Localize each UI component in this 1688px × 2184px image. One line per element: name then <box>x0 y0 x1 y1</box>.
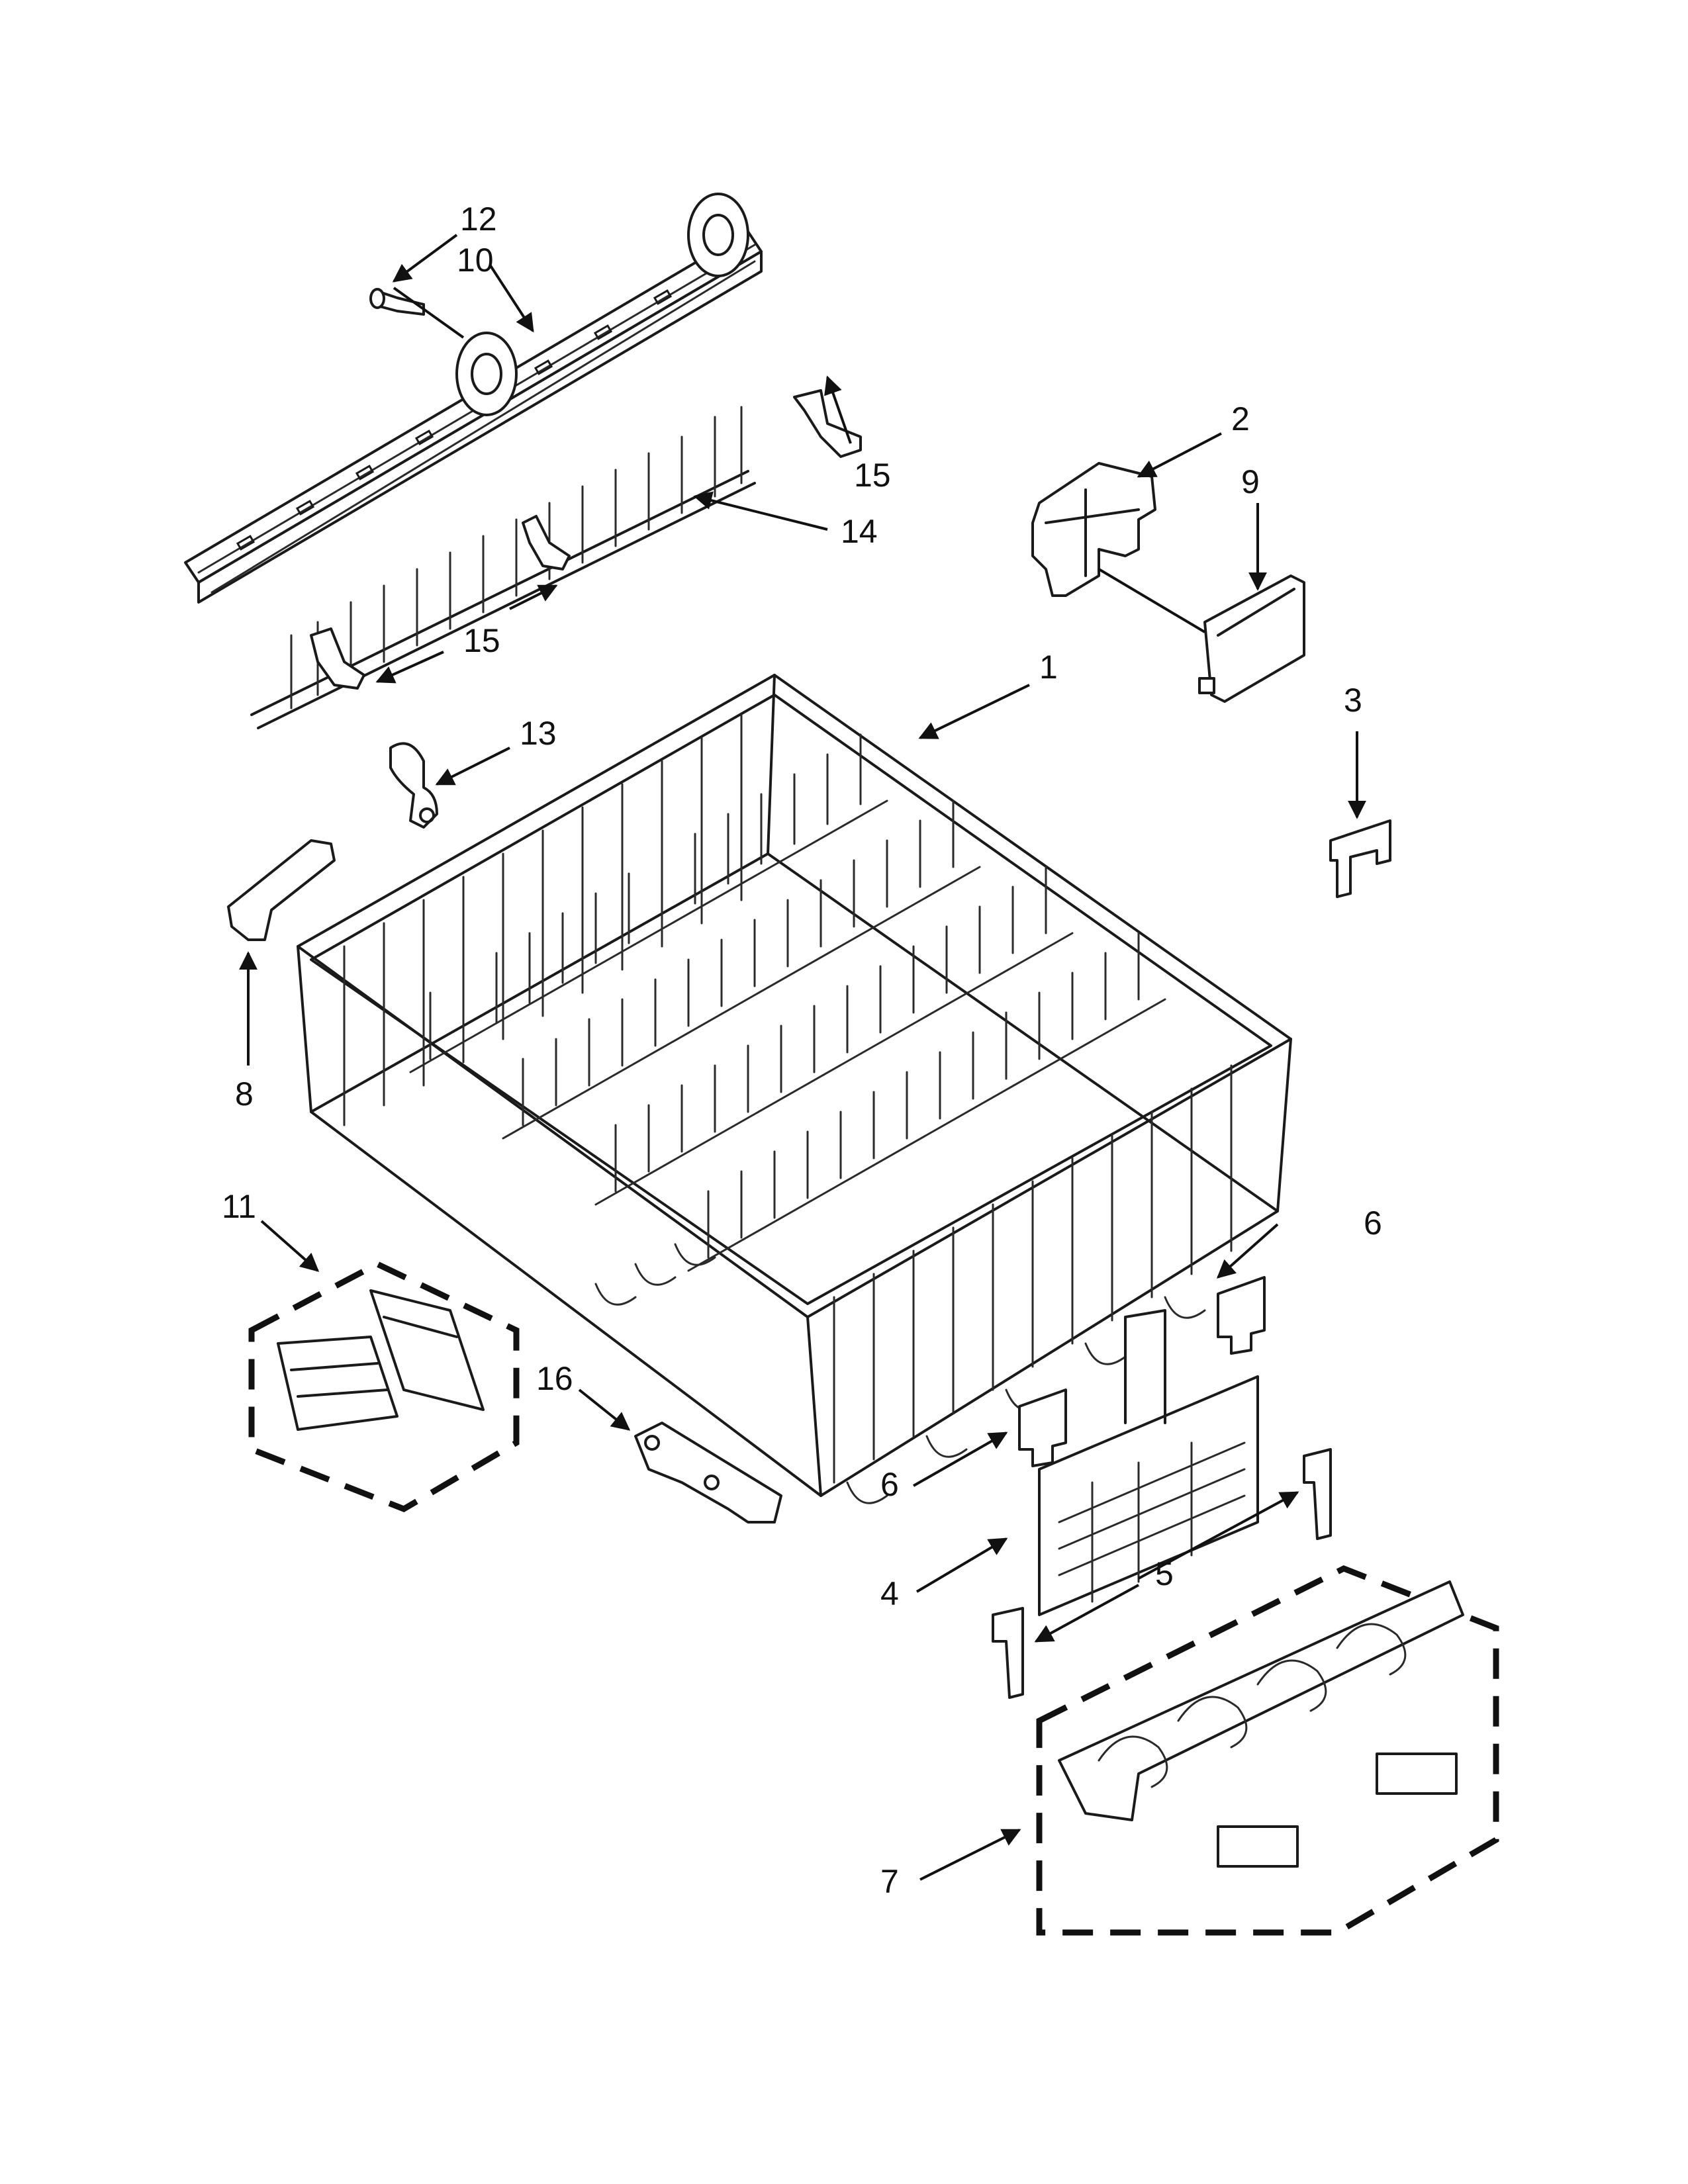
tine-pivot-kit <box>248 1260 520 1512</box>
rack-support-post <box>1303 1448 1332 1540</box>
callout-8: 8 <box>235 1075 254 1113</box>
callout-labels: 1 2 3 4 5 6 6 7 8 9 10 11 12 13 14 15 15… <box>222 201 1382 1900</box>
callout-11: 11 <box>222 1188 256 1225</box>
callout-15-upper: 15 <box>854 457 891 494</box>
leader-lines <box>239 234 1366 1881</box>
callout-4: 4 <box>880 1575 899 1612</box>
folding-tine-row <box>250 406 756 729</box>
tine-clip <box>793 389 862 458</box>
callout-5: 5 <box>1155 1555 1174 1592</box>
callout-1: 1 <box>1039 649 1058 686</box>
tine-pivot-clip <box>389 742 438 829</box>
tine-clip <box>310 627 365 690</box>
callout-10: 10 <box>457 242 494 279</box>
rack-latch <box>227 839 336 941</box>
callout-6-lower: 6 <box>880 1466 899 1503</box>
callout-3: 3 <box>1344 682 1362 719</box>
callout-16: 16 <box>536 1360 573 1397</box>
rail-end-clip <box>634 1422 782 1524</box>
adjuster-cover <box>1198 574 1305 703</box>
callout-6-upper: 6 <box>1364 1205 1382 1242</box>
rack-adjuster-bracket <box>1031 462 1156 597</box>
upper-dishrack <box>297 674 1292 1504</box>
rack-slide-rail <box>184 193 763 604</box>
cup-shelf-kit <box>1036 1565 1499 1936</box>
rack-stop-clip <box>1329 819 1391 898</box>
callout-9: 9 <box>1241 463 1260 500</box>
adjuster-clip <box>1018 1388 1067 1467</box>
callout-2: 2 <box>1231 400 1250 437</box>
rack-support-post <box>992 1607 1024 1699</box>
tine-clip <box>522 515 571 570</box>
adjuster-clip <box>1217 1276 1266 1355</box>
rack-adjuster-assembly <box>1038 1309 1259 1616</box>
callout-12: 12 <box>460 201 497 238</box>
callout-7: 7 <box>880 1863 899 1900</box>
callout-14: 14 <box>841 513 878 550</box>
callout-15-lower: 15 <box>463 622 500 659</box>
screw <box>369 288 425 316</box>
callout-13: 13 <box>520 715 557 752</box>
